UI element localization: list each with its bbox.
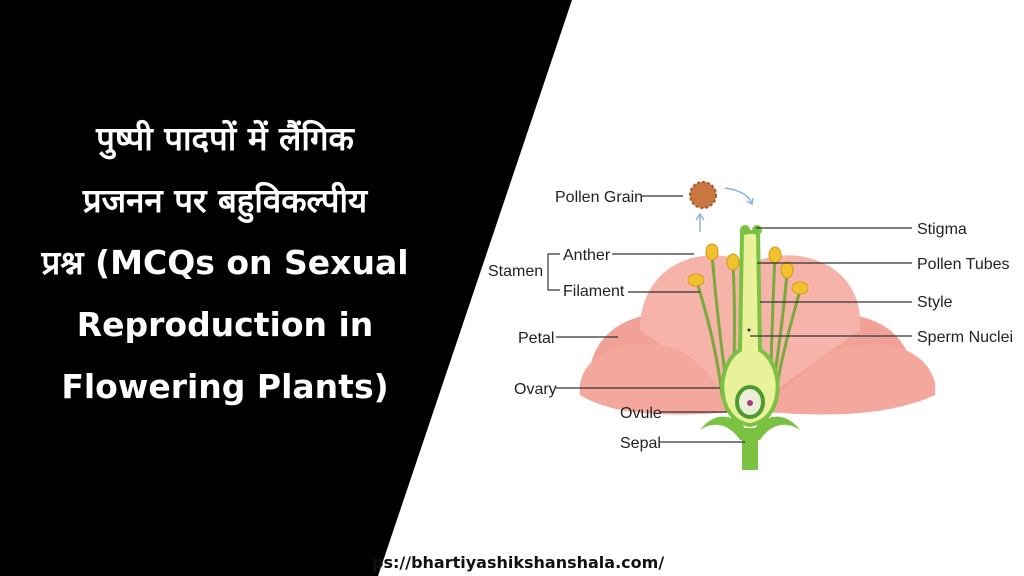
title-line: Reproduction in (76, 305, 374, 344)
label-stigma: Stigma (917, 221, 967, 238)
title-line: प्रजनन पर बहुविकल्पीय (82, 181, 368, 220)
label-anther: Anther (563, 247, 611, 264)
leader-lines (547, 195, 912, 443)
label-sepal: Sepal (620, 435, 661, 452)
label-style: Style (917, 294, 953, 311)
label-pollen-grain: Pollen Grain (555, 189, 643, 206)
label-petal: Petal (518, 330, 554, 347)
arrow-curve-icon (724, 187, 754, 206)
title-line: प्रश्न (MCQs on Sexual (41, 243, 409, 282)
pollen-grain-icon (689, 181, 717, 209)
pistil (720, 225, 780, 428)
label-sperm-nuclei: Sperm Nuclei (917, 329, 1013, 346)
page-title: पुष्पी पादपों में लैंगिक प्रजनन पर बहुवि… (10, 108, 440, 418)
anthers (687, 243, 809, 295)
title-line: पुष्पी पादपों में लैंगिक (96, 119, 354, 158)
label-ovule: Ovule (620, 405, 662, 422)
arrow-up-icon (695, 212, 705, 232)
label-ovary: Ovary (514, 381, 557, 398)
title-line: Flowering Plants) (61, 367, 389, 406)
label-stamen: Stamen (488, 263, 543, 280)
label-filament: Filament (563, 283, 625, 300)
petals (579, 255, 936, 415)
website-url[interactable]: ps://bhartiyashikshanshala.com/ (372, 553, 665, 572)
label-pollen-tubes: Pollen Tubes (917, 256, 1010, 273)
sepals-and-stem (700, 416, 800, 470)
